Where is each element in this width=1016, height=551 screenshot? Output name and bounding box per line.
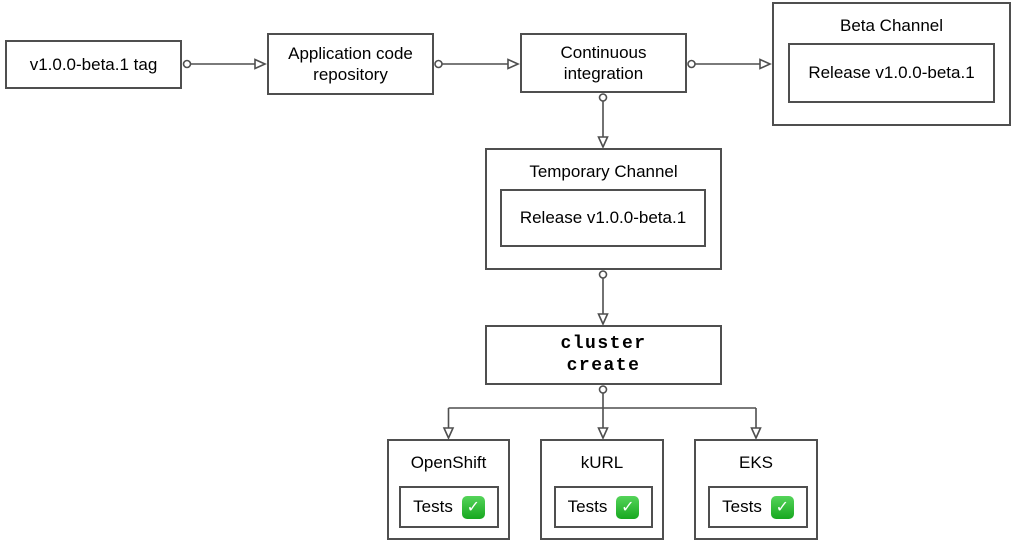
node-cluster-openshift: OpenShift Tests ✓ (387, 439, 510, 540)
kurl-tests-label: Tests (567, 497, 608, 516)
cluster-create-label: cluster create (560, 333, 647, 377)
kurl-title: kURL (580, 453, 624, 472)
version-tag-label: v1.0.0-beta.1 tag (29, 54, 158, 74)
check-glyph: ✓ (466, 497, 481, 516)
node-cluster-create: cluster create (485, 325, 722, 385)
edge-ci-to-temporary-channel (599, 94, 608, 147)
continuous-integration-label: Continuous integration (560, 42, 647, 83)
beta-channel-release-box: Release v1.0.0-beta.1 (788, 43, 995, 103)
edge-cluster-create-to-clusters (444, 386, 761, 438)
temporary-channel-title: Temporary Channel (529, 162, 678, 181)
openshift-tests-box: Tests ✓ (399, 486, 499, 528)
node-application-code-repository: Application code repository (267, 33, 434, 95)
eks-tests-label: Tests (722, 497, 762, 516)
edge-tag-to-repo (184, 60, 266, 69)
check-mark-button-icon: ✓ (616, 495, 640, 519)
check-mark-button-icon: ✓ (770, 495, 794, 519)
openshift-tests-label: Tests (413, 497, 453, 516)
temporary-channel-release-label: Release v1.0.0-beta.1 (519, 208, 687, 227)
node-temporary-channel: Temporary Channel Release v1.0.0-beta.1 (485, 148, 722, 270)
application-code-repository-label: Application code repository (288, 43, 413, 84)
check-glyph: ✓ (621, 497, 635, 516)
beta-channel-release-label: Release v1.0.0-beta.1 (808, 63, 975, 82)
node-beta-channel: Beta Channel Release v1.0.0-beta.1 (772, 2, 1011, 126)
edge-temporary-channel-to-cluster-create (599, 271, 608, 324)
check-mark-button-icon: ✓ (461, 495, 485, 519)
edge-repo-to-ci (435, 60, 518, 69)
kurl-tests-box: Tests ✓ (554, 486, 653, 528)
temporary-channel-release-box: Release v1.0.0-beta.1 (500, 189, 706, 247)
beta-channel-title: Beta Channel (839, 16, 944, 35)
check-glyph: ✓ (775, 497, 790, 516)
eks-tests-box: Tests ✓ (708, 486, 808, 528)
node-cluster-kurl: kURL Tests ✓ (540, 439, 664, 540)
node-cluster-eks: EKS Tests ✓ (694, 439, 818, 540)
edge-ci-to-beta-channel (688, 60, 770, 69)
node-continuous-integration: Continuous integration (520, 33, 687, 93)
openshift-title: OpenShift (410, 453, 487, 472)
eks-title: EKS (738, 453, 774, 472)
node-version-tag: v1.0.0-beta.1 tag (5, 40, 182, 89)
